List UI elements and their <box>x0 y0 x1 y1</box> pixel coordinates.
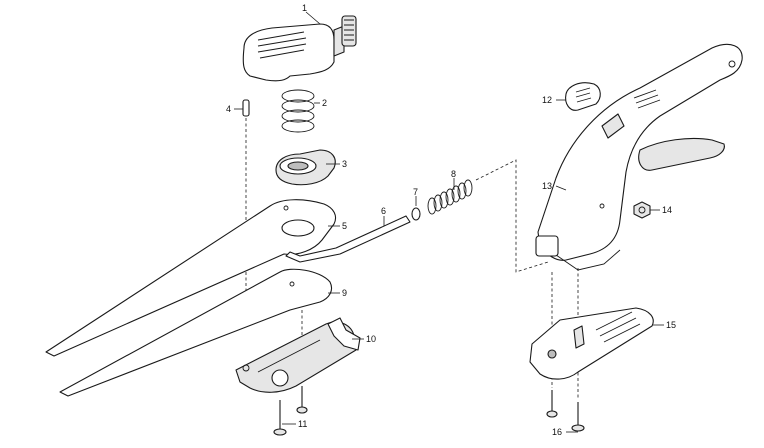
callout-3: 3 <box>342 159 347 169</box>
part-7-washer <box>411 207 421 221</box>
part-1-top-cap <box>242 15 357 82</box>
callout-2: 2 <box>322 98 327 108</box>
callout-7: 7 <box>413 187 418 197</box>
callout-labels: 1 2 3 4 5 6 7 8 9 10 11 12 13 14 15 16 <box>226 3 676 437</box>
callout-1: 1 <box>302 3 307 13</box>
part-13-handle <box>535 43 743 271</box>
part-8-rod-spring <box>427 179 473 215</box>
part-14-nut <box>633 201 651 219</box>
callout-15: 15 <box>666 320 676 330</box>
part-12-release-button <box>565 82 601 111</box>
callout-11: 11 <box>298 419 307 429</box>
callout-4: 4 <box>226 104 231 114</box>
callout-8: 8 <box>451 169 456 179</box>
callout-14: 14 <box>662 205 672 215</box>
callout-16: 16 <box>552 427 562 437</box>
leader-lines <box>234 11 664 433</box>
part-16-screws <box>546 390 585 432</box>
part-3-collar <box>275 149 336 186</box>
part-2-coil-spring <box>281 89 315 133</box>
part-5-upper-blade <box>45 199 337 357</box>
callout-12: 12 <box>542 95 552 105</box>
part-4-pin <box>242 99 250 117</box>
part-15-lower-cover <box>529 307 654 380</box>
callout-6: 6 <box>381 206 386 216</box>
part-11-screws <box>273 386 308 436</box>
callout-9: 9 <box>342 288 347 298</box>
callout-13: 13 <box>542 181 552 191</box>
part-6-push-rod <box>285 215 411 263</box>
part-9-lower-blade <box>59 268 333 397</box>
callout-5: 5 <box>342 221 347 231</box>
part-10-base-plate <box>235 317 361 393</box>
callout-10: 10 <box>366 334 376 344</box>
